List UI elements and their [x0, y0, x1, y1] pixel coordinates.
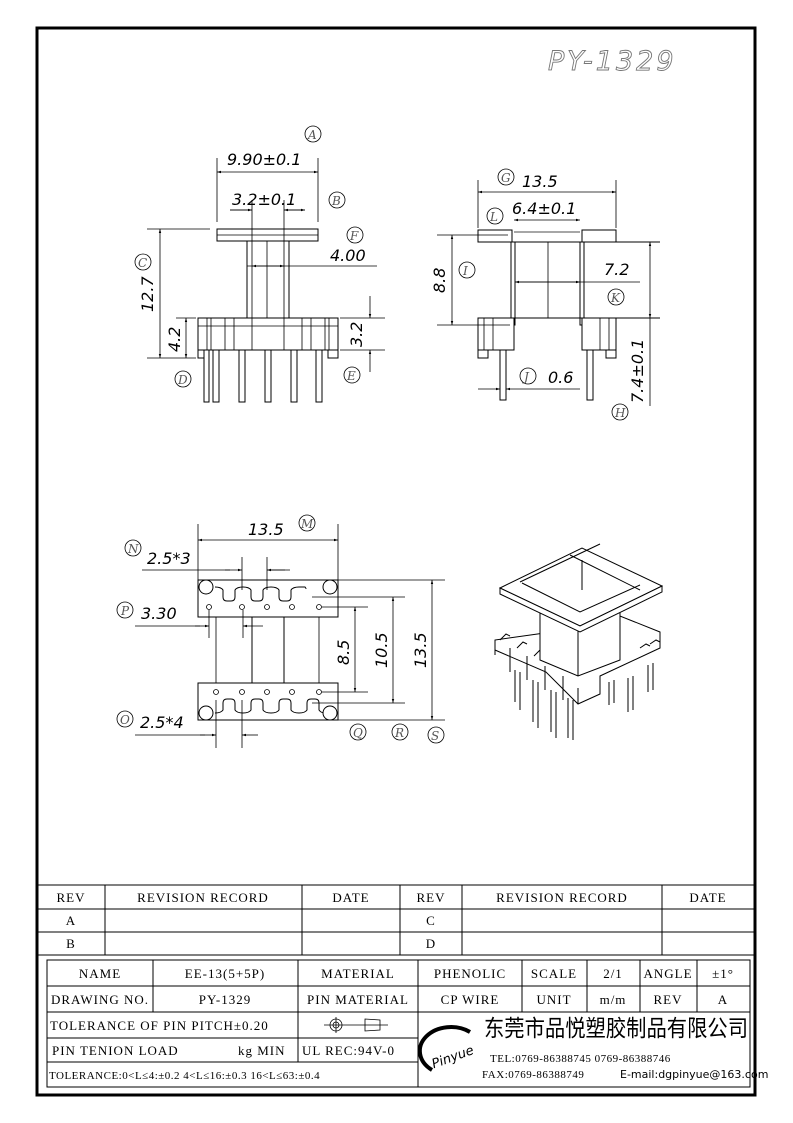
svg-text:C: C: [426, 913, 436, 928]
svg-text:D: D: [177, 373, 188, 387]
position-symbol-icon: [324, 1017, 388, 1033]
svg-text:Pinyue: Pinyue: [430, 1043, 476, 1072]
svg-text:H: H: [614, 406, 626, 420]
svg-text:S: S: [431, 729, 439, 743]
email: E-mail:dgpinyue@163.com: [620, 1068, 768, 1081]
svg-text:O: O: [120, 713, 130, 727]
dim-outer: 13.5: [411, 632, 430, 668]
tel: TEL:0769-86388745 0769-86388746: [490, 1053, 671, 1065]
svg-text:P: P: [120, 604, 130, 618]
dim-core: 4.00: [330, 246, 366, 265]
svg-text:DATE: DATE: [332, 890, 369, 905]
dim-side-inner: 6.4±0.1: [512, 199, 576, 218]
dim-height: 12.7: [138, 276, 157, 312]
drawing-frame: [35, 26, 757, 1097]
front-view: 9.90±0.1 3.2±0.1 4.00 12.7 4.2 3.2 A B F…: [134, 125, 385, 403]
dim-side-height: 8.8: [430, 268, 449, 293]
svg-text:D: D: [426, 936, 436, 951]
dim-width: 9.90±0.1: [227, 150, 301, 169]
svg-text:B: B: [66, 936, 76, 951]
svg-text:I: I: [462, 264, 468, 278]
svg-text:PIN TENION LOAD: PIN TENION LOAD: [52, 1043, 179, 1058]
dim-base-t: 3.2: [347, 322, 366, 347]
svg-text:R: R: [394, 726, 404, 740]
svg-text:REVISION RECORD: REVISION RECORD: [137, 890, 269, 905]
dim-pitch-bottom: 2.5*4: [140, 713, 184, 732]
company-name: 东莞市品悦塑胶制品有限公司: [484, 1016, 748, 1042]
svg-text:A: A: [718, 992, 728, 1007]
side-view: 13.5 6.4±0.1 8.8 7.2 7.4±0.1 0.6 G L I K…: [430, 168, 660, 421]
svg-text:ANGLE: ANGLE: [643, 966, 692, 981]
svg-text:kg MIN: kg MIN: [238, 1043, 286, 1058]
svg-text:NAME: NAME: [79, 966, 121, 981]
dim-pin-length: 7.4±0.1: [628, 339, 647, 403]
svg-text:REV: REV: [417, 890, 446, 905]
svg-text:E: E: [346, 369, 356, 383]
dim-slot: 3.2±0.1: [232, 190, 296, 209]
dim-window: 7.2: [604, 260, 629, 279]
svg-text:EE-13(5+5P): EE-13(5+5P): [185, 966, 265, 981]
drawing-title: PY-1329: [548, 46, 677, 77]
dim-offset: 3.30: [141, 604, 177, 623]
svg-text:M: M: [300, 517, 314, 531]
svg-text:UNIT: UNIT: [536, 992, 571, 1007]
isometric-view: [494, 543, 664, 740]
svg-text:L: L: [489, 210, 498, 224]
svg-text:DRAWING NO.: DRAWING NO.: [51, 992, 149, 1007]
svg-text:REV: REV: [57, 890, 86, 905]
revision-table: REV REVISION RECORD DATE REV REVISION RE…: [37, 884, 755, 956]
svg-text:Q: Q: [353, 726, 363, 740]
dim-row: 8.5: [334, 640, 353, 665]
svg-text:K: K: [610, 291, 621, 305]
svg-text:m/m: m/m: [600, 992, 627, 1007]
dim-pitch-top: 2.5*3: [147, 549, 191, 568]
svg-text:REVISION RECORD: REVISION RECORD: [496, 890, 628, 905]
dim-inner: 10.5: [372, 632, 391, 668]
svg-text:±1°: ±1°: [712, 966, 734, 981]
svg-text:PY-1329: PY-1329: [199, 992, 252, 1007]
svg-text:B: B: [331, 194, 341, 208]
fax: FAX:0769-86388749: [482, 1069, 584, 1081]
svg-text:C: C: [138, 256, 147, 270]
svg-text:PIN MATERIAL: PIN MATERIAL: [307, 992, 409, 1007]
svg-text:N: N: [127, 542, 139, 556]
svg-text:CP WIRE: CP WIRE: [441, 992, 500, 1007]
bottom-view: 13.5 2.5*3 3.30 8.5 10.5 13.5 2.5*4 M N …: [116, 514, 445, 748]
dim-side-width: 13.5: [522, 172, 558, 191]
svg-text:A: A: [307, 128, 317, 142]
dim-base-h: 4.2: [165, 327, 184, 352]
svg-text:F: F: [349, 229, 359, 243]
title-block: NAME EE-13(5+5P) MATERIAL PHENOLIC SCALE…: [46, 959, 768, 1088]
svg-text:DATE: DATE: [689, 890, 726, 905]
svg-text:J: J: [521, 370, 530, 384]
svg-text:REV: REV: [654, 992, 683, 1007]
svg-text:G: G: [501, 171, 511, 185]
svg-text:MATERIAL: MATERIAL: [321, 966, 395, 981]
svg-text:2/1: 2/1: [603, 966, 623, 981]
svg-text:TOLERANCE OF PIN PITCH±0.20: TOLERANCE OF PIN PITCH±0.20: [50, 1018, 269, 1033]
svg-text:TOLERANCE:0<L≤4:±0.2 4<L≤16:±: TOLERANCE:0<L≤4:±0.2 4<L≤16:±0.3 16<L≤63…: [49, 1070, 320, 1082]
dim-bottom-width: 13.5: [248, 520, 284, 539]
svg-text:A: A: [66, 913, 76, 928]
svg-text:UL REC:94V-0: UL REC:94V-0: [302, 1043, 395, 1058]
svg-text:PHENOLIC: PHENOLIC: [434, 966, 506, 981]
svg-text:SCALE: SCALE: [531, 966, 577, 981]
dim-pin-diameter: 0.6: [548, 368, 573, 387]
pinyue-logo: Pinyue: [417, 1025, 476, 1072]
